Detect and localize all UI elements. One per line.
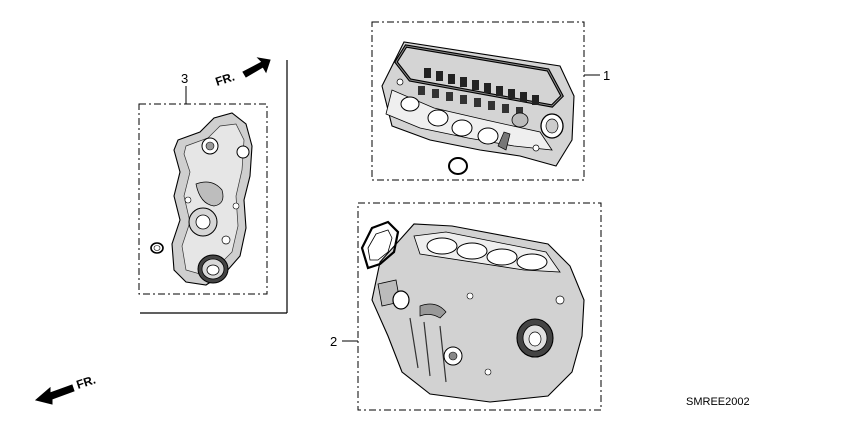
left-arrow-icon (34, 384, 75, 405)
part-3-group: 3 (138, 60, 288, 314)
diagram-code: SMREE2002 (686, 396, 750, 408)
front-direction-label-bottom: FR. (75, 373, 98, 392)
part-1-group: 1 (371, 21, 610, 181)
right-arrow-icon (242, 57, 271, 78)
small-o-ring (150, 242, 164, 254)
cylinder-head-drawing (381, 41, 575, 167)
front-direction-arrow-bottom: FR. (34, 373, 98, 405)
chain-case-drawing (171, 112, 253, 286)
part-2-kit-box (357, 202, 602, 411)
valve-stem-seals (418, 68, 539, 116)
part-2-callout: 2 (330, 334, 337, 349)
part-3-callout: 3 (181, 71, 188, 86)
crank-oil-seal (197, 254, 229, 284)
loose-o-ring (448, 157, 468, 175)
part-1-kit-box (371, 21, 585, 181)
part-3-kit-box (138, 103, 268, 295)
loose-gasket (360, 220, 400, 270)
part-1-callout: 1 (603, 68, 610, 83)
front-direction-label-top: FR. (214, 70, 237, 89)
engine-block-drawing (371, 223, 585, 403)
part-2-group: 2 (330, 202, 602, 411)
manifold-gasket-ports (400, 96, 529, 145)
front-direction-arrow-top: FR. (214, 57, 271, 89)
